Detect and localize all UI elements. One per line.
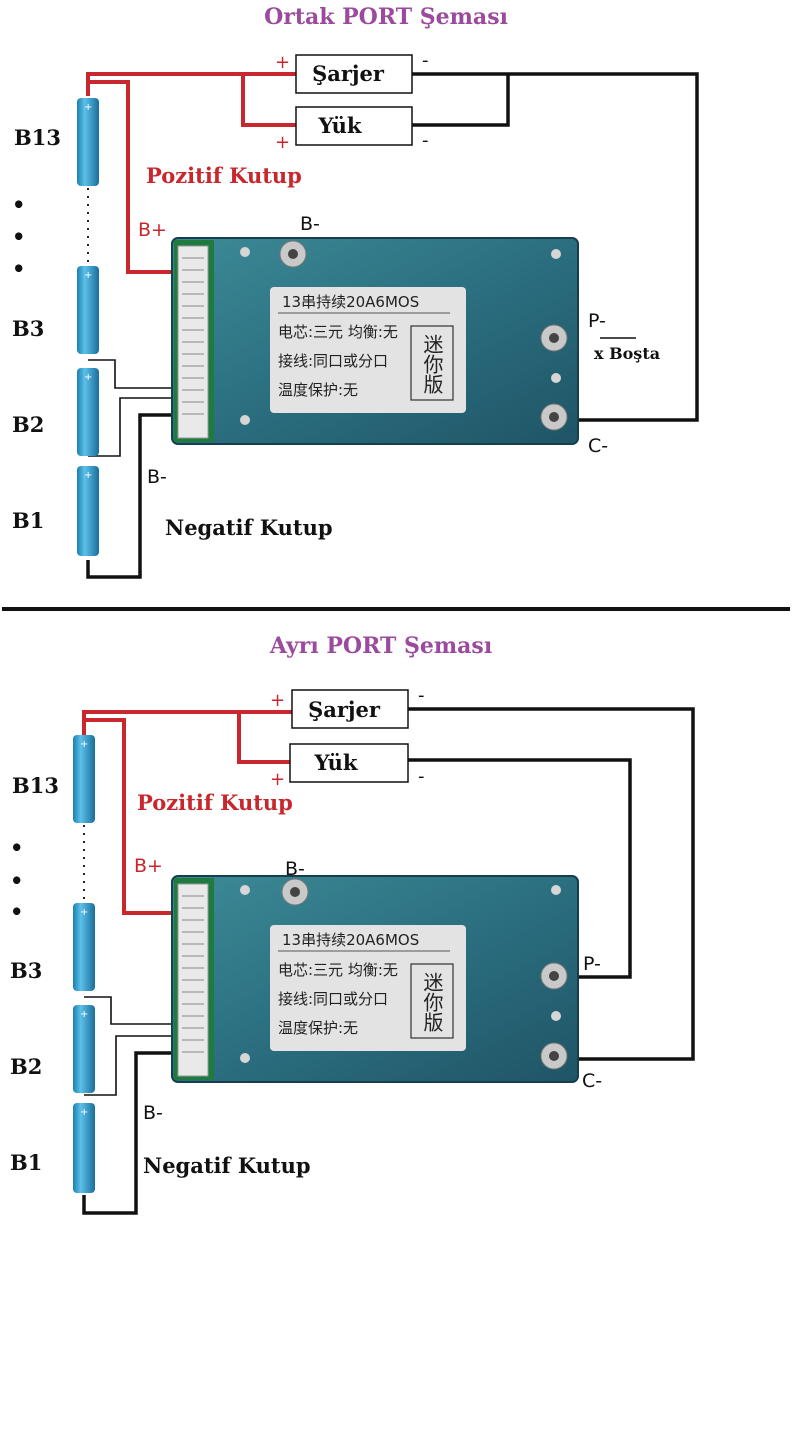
board-sticker bbox=[270, 925, 466, 1051]
board-spec-line: 接线:同口或分口 bbox=[278, 990, 388, 1008]
svg-text:+: + bbox=[80, 739, 88, 750]
board-spec-line: 温度保护:无 bbox=[278, 381, 358, 399]
bms-board: 13串持续20A6MOS 电芯:三元 均衡:无 接线:同口或分口 温度保护:无 … bbox=[171, 237, 579, 445]
c-minus-label: C- bbox=[582, 1070, 602, 1092]
ellipsis-dot: • bbox=[12, 256, 25, 281]
charger-label: Şarjer bbox=[312, 61, 385, 86]
load-minus-sign: - bbox=[418, 766, 425, 787]
ellipsis-dot: • bbox=[12, 224, 25, 249]
ellipsis-dot: • bbox=[10, 868, 23, 893]
svg-text:+: + bbox=[80, 1107, 88, 1118]
diagram-separate-port: Ayrı PORT Şeması Şarjer Yük + + - - + + bbox=[10, 633, 695, 1215]
battery-cell-b13: + bbox=[73, 735, 95, 823]
load-box bbox=[289, 743, 409, 783]
cell-label-b13: B13 bbox=[14, 125, 61, 150]
battery-cell-b2: + bbox=[73, 1005, 95, 1093]
board-spec-line: 接线:同口或分口 bbox=[278, 352, 388, 370]
battery-cell-b3: + bbox=[73, 903, 95, 991]
b-minus-wire-label: B- bbox=[147, 466, 167, 488]
b-minus-wire-label: B- bbox=[143, 1102, 163, 1124]
load-label: Yük bbox=[314, 750, 358, 775]
board-spec-line: 13串持续20A6MOS bbox=[282, 293, 419, 311]
b-plus-label: B+ bbox=[138, 219, 167, 241]
negative-wires bbox=[86, 72, 699, 579]
positive-wires bbox=[82, 710, 292, 915]
diagram-common-port: Ortak PORT Şeması Şarjer Yük + + - - + bbox=[12, 4, 699, 579]
board-model-text: 迷你版 bbox=[420, 334, 444, 394]
load-box bbox=[295, 106, 413, 146]
positive-pole-label: Pozitif Kutup bbox=[137, 790, 293, 815]
battery-cell-b2: + bbox=[77, 368, 99, 456]
svg-text:+: + bbox=[84, 270, 92, 281]
svg-text:+: + bbox=[80, 1009, 88, 1020]
cell-label-b2: B2 bbox=[10, 1054, 42, 1079]
ellipsis-dot: • bbox=[10, 835, 23, 860]
positive-wires bbox=[86, 72, 296, 274]
cell-label-b3: B3 bbox=[10, 958, 42, 983]
cell-label-b13: B13 bbox=[12, 773, 59, 798]
load-label: Yük bbox=[318, 113, 362, 138]
svg-text:+: + bbox=[84, 372, 92, 383]
cell-label-b1: B1 bbox=[12, 508, 44, 533]
board-spec-line: 电芯:三元 均衡:无 bbox=[278, 961, 398, 979]
board-spec-line: 13串持续20A6MOS bbox=[282, 931, 419, 949]
cell-label-b3: B3 bbox=[12, 316, 44, 341]
negative-pole-label: Negatif Kutup bbox=[165, 515, 333, 540]
svg-text:+: + bbox=[80, 907, 88, 918]
diagram-title: Ortak PORT Şeması bbox=[264, 4, 508, 30]
battery-cell-b13: + bbox=[77, 98, 99, 186]
load-plus-sign: + bbox=[275, 132, 290, 153]
charger-plus-sign: + bbox=[270, 690, 285, 711]
diagram-title: Ayrı PORT Şeması bbox=[269, 633, 492, 659]
bms-board: 13串持续20A6MOS 电芯:三元 均衡:无 接线:同口或分口 温度保护:无 … bbox=[171, 875, 579, 1083]
negative-pole-label: Negatif Kutup bbox=[143, 1153, 311, 1178]
p-minus-label: P- bbox=[588, 310, 606, 332]
c-minus-label: C- bbox=[588, 435, 608, 457]
ellipsis-dot: • bbox=[12, 192, 25, 217]
load-minus-sign: - bbox=[422, 130, 429, 151]
positive-pole-label: Pozitif Kutup bbox=[146, 163, 302, 188]
p-minus-label: P- bbox=[583, 953, 601, 975]
charger-box bbox=[291, 689, 409, 729]
charger-minus-sign: - bbox=[418, 685, 425, 706]
load-plus-sign: + bbox=[270, 769, 285, 790]
battery-cell-b1: + bbox=[77, 466, 99, 556]
board-spec-line: 温度保护:无 bbox=[278, 1019, 358, 1037]
svg-text:+: + bbox=[84, 470, 92, 481]
ellipsis-dot: • bbox=[10, 899, 23, 924]
b-plus-label: B+ bbox=[134, 855, 163, 877]
svg-text:+: + bbox=[84, 102, 92, 113]
p-minus-idle-note: x Boşta bbox=[594, 344, 660, 363]
board-model-text: 迷你版 bbox=[420, 972, 444, 1032]
charger-plus-sign: + bbox=[275, 52, 290, 73]
b-minus-pad-label: B- bbox=[285, 858, 305, 880]
cell-label-b2: B2 bbox=[12, 412, 44, 437]
battery-cell-b3: + bbox=[77, 266, 99, 354]
battery-cell-b1: + bbox=[73, 1103, 95, 1193]
board-sticker bbox=[270, 287, 466, 413]
board-spec-line: 电芯:三元 均衡:无 bbox=[278, 323, 398, 341]
charger-minus-sign: - bbox=[422, 50, 429, 71]
negative-wires bbox=[82, 707, 695, 1215]
b-minus-pad-label: B- bbox=[300, 213, 320, 235]
cell-label-b1: B1 bbox=[10, 1150, 42, 1175]
charger-box bbox=[295, 54, 413, 94]
charger-label: Şarjer bbox=[308, 697, 381, 722]
